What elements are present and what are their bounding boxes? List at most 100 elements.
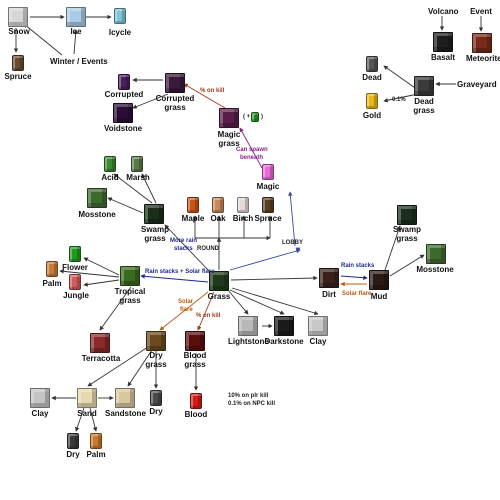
connector-arrow <box>295 247 301 252</box>
connector-arrow <box>164 224 211 273</box>
icycle-jar <box>114 8 126 24</box>
grass-label: Grass <box>207 292 231 301</box>
corruption-kill-note: % on kill <box>200 88 225 94</box>
sand-label: Sand <box>77 409 97 418</box>
graveyard-label: Graveyard <box>457 80 497 89</box>
voidstone-label: Voidstone <box>104 124 143 133</box>
mosstone-left-block <box>87 188 107 208</box>
maple-jar <box>187 197 199 213</box>
corrupted-jar <box>118 74 130 90</box>
blood-jar <box>190 393 202 409</box>
magic-grass-extra-jar <box>251 112 259 122</box>
tropical-grass-block <box>120 266 140 286</box>
connector-arrow <box>140 274 209 283</box>
connector-arrow <box>141 173 157 204</box>
connector-arrow <box>230 275 318 281</box>
palm-bottom-label: Palm <box>86 450 106 459</box>
connector-arrow <box>113 173 153 204</box>
dry-bottom-label: Dry <box>66 450 80 459</box>
snow-block <box>8 7 28 27</box>
can-spawn-note-2: beneath <box>240 155 264 161</box>
more-rain-note-1: More rain <box>170 238 198 244</box>
lobby-note: LOBBY <box>282 240 303 246</box>
connector-arrow <box>197 291 215 331</box>
swamp-grass-left-label: Swamp grass <box>140 225 169 243</box>
dead-label: Dead <box>362 73 382 82</box>
flower-label: Flower <box>62 263 88 272</box>
magic-jar <box>262 164 274 180</box>
grass-block <box>209 271 229 291</box>
magic-label: Magic <box>256 182 280 191</box>
mosstone-left-label: Mosstone <box>78 210 116 219</box>
ice-block <box>66 7 86 27</box>
blood-grass-block <box>185 331 205 351</box>
connector-arrow <box>384 225 401 271</box>
magic-grass-plus-note: ( + <box>243 114 251 120</box>
lightstone-block <box>238 316 258 336</box>
pvp-kill-note: % on kill <box>196 313 221 319</box>
voidstone-block <box>113 103 133 123</box>
spruce-center-jar <box>262 197 274 213</box>
birch-label: Birch <box>232 214 254 223</box>
jungle-jar <box>69 274 81 290</box>
palm-bottom-jar <box>90 433 102 449</box>
gold-label: Gold <box>362 111 382 120</box>
connector-arrow <box>83 279 120 287</box>
dirt-block <box>319 268 339 288</box>
blood-label: Blood <box>184 410 208 419</box>
dry-grass-block <box>146 331 166 351</box>
flower-jar <box>69 246 81 262</box>
terracotta-label: Terracotta <box>81 354 121 363</box>
jungle-label: Jungle <box>63 291 89 300</box>
corrupted-grass-block <box>165 73 185 93</box>
spruce-top-jar <box>12 55 24 71</box>
mosstone-right-block <box>426 244 446 264</box>
dry-small-jar <box>150 390 162 406</box>
ice-label: Ice <box>70 27 82 36</box>
sandstone-block <box>115 388 135 408</box>
mud-block <box>369 270 389 290</box>
solar-flare-grass-note-2: flare <box>180 307 193 313</box>
blood-note-2: 0.1% on NPC kill <box>228 401 276 407</box>
connector-arrow <box>107 197 144 214</box>
swamp-grass-left-block <box>144 204 164 224</box>
birch-jar <box>237 197 249 213</box>
sandstone-label: Sandstone <box>105 409 146 418</box>
dry-grass-label: Dry grass <box>145 351 167 369</box>
marsh-jar <box>131 156 143 172</box>
volcano-label: Volcano <box>428 7 459 16</box>
blood-grass-label: Blood grass <box>183 351 207 369</box>
clay-left-block <box>30 388 50 408</box>
snow-label: Snow <box>8 27 30 36</box>
magic-grass-label: Magic grass <box>217 130 241 148</box>
corrupted-label: Corrupted <box>104 90 144 99</box>
oak-label: Oak <box>210 214 226 223</box>
rain-stacks-note: Rain stacks <box>341 263 375 269</box>
clay-right-block <box>308 316 328 336</box>
connector-arrow <box>227 289 249 315</box>
connector-arrow <box>340 275 368 280</box>
magic-grass-block <box>219 108 239 128</box>
connector-arrow <box>288 191 296 247</box>
connector-arrow <box>229 289 285 315</box>
solar-flare-grass-note-1: Solar <box>178 299 194 305</box>
palm-left-label: Palm <box>42 279 62 288</box>
winter-events-label: Winter / Events <box>50 57 108 66</box>
connector-arrow <box>132 93 169 109</box>
connector-arrow <box>159 291 209 331</box>
solar-flare-note: Solar flare <box>342 291 372 297</box>
connector-arrow <box>383 93 419 103</box>
meteorite-block <box>472 33 492 53</box>
dry-bottom-jar <box>67 433 79 449</box>
darkstone-label: Darkstone <box>264 337 304 346</box>
icycle-label: Icycle <box>108 28 132 37</box>
connector-arrow <box>383 65 419 91</box>
palm-left-jar <box>46 261 58 277</box>
dead-grass-block <box>414 76 434 96</box>
rain-solar-note: Rain stacks + Solar flare <box>145 269 215 276</box>
connector-arrow <box>73 29 78 55</box>
connector-arrow <box>83 257 120 276</box>
connector-arrow <box>231 287 319 316</box>
gold-chance-note: 0.1% <box>392 97 406 103</box>
